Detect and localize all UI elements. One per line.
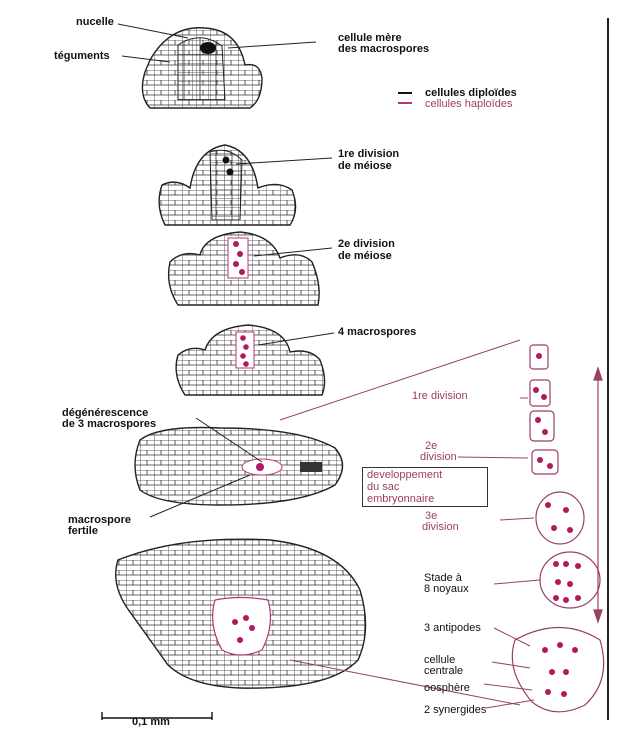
leader-lines [117,23,335,518]
label-second-division-1: 2e division [338,238,395,250]
right-leader-lines [457,397,541,709]
label-oosphere: oosphère [424,682,470,694]
mother-cell-nucleus [200,42,216,54]
label-degeneration-2: de 3 macrospores [62,418,157,430]
label-development-1: developpement [367,469,443,481]
label-eight-nuclei-2: 8 noyaux [424,583,469,595]
label-central-cell-2: centrale [424,665,464,677]
label-first-division-1: 1re division [338,148,400,160]
label-antipodes: 3 antipodes [424,622,481,634]
label-right-second-division-2: division [420,451,457,463]
ovule-stage-1 [141,27,263,109]
development-arrow [593,366,603,624]
legend-diploid-label: cellules diploïdes [425,87,517,99]
embryo-sac-development-box: developpement du sac embryonnaire [362,467,488,507]
label-mother-cell-2: des macrospores [338,43,430,55]
label-second-division-2: de méiose [338,250,392,262]
label-synergides: 2 synergides [424,704,487,716]
label-development-3: embryonnaire [367,493,435,505]
label-fertile-2: fertile [68,525,98,537]
label-first-division-2: de méiose [338,160,392,172]
ovule-stage-4 [175,324,326,396]
label-right-third-division-2: division [422,521,459,533]
label-mother-cell-1: cellule mère [338,32,402,44]
label-right-second-division-1: 2e [425,440,438,452]
legend-haploid-label: cellules haploïdes [425,98,513,110]
label-right-first-division: 1re division [412,390,468,402]
label-right-third-division-1: 3e [425,510,438,522]
ovule-stage-5 [134,426,344,506]
label-teguments: téguments [54,50,110,62]
label-fertile-1: macrospore [68,514,131,526]
embryo-sac-sequence [511,344,605,713]
ovule-stage-3 [167,231,320,306]
label-development-2: du sac [367,481,400,493]
label-eight-nuclei-1: Stade à [424,572,462,584]
ovule-stage-6 [115,538,367,689]
label-four-macrospores: 4 macrospores [338,326,417,338]
label-central-cell-1: cellule [424,654,456,666]
scale-bar [101,712,213,720]
label-nucelle: nucelle [76,16,114,28]
connector-lines [279,339,521,706]
scale-bar-label: 0,1 mm [132,716,170,728]
ovule-stage-2 [158,144,297,226]
label-degeneration-1: dégénérescence [62,407,149,419]
embryo-sac-nuclei [533,353,581,697]
